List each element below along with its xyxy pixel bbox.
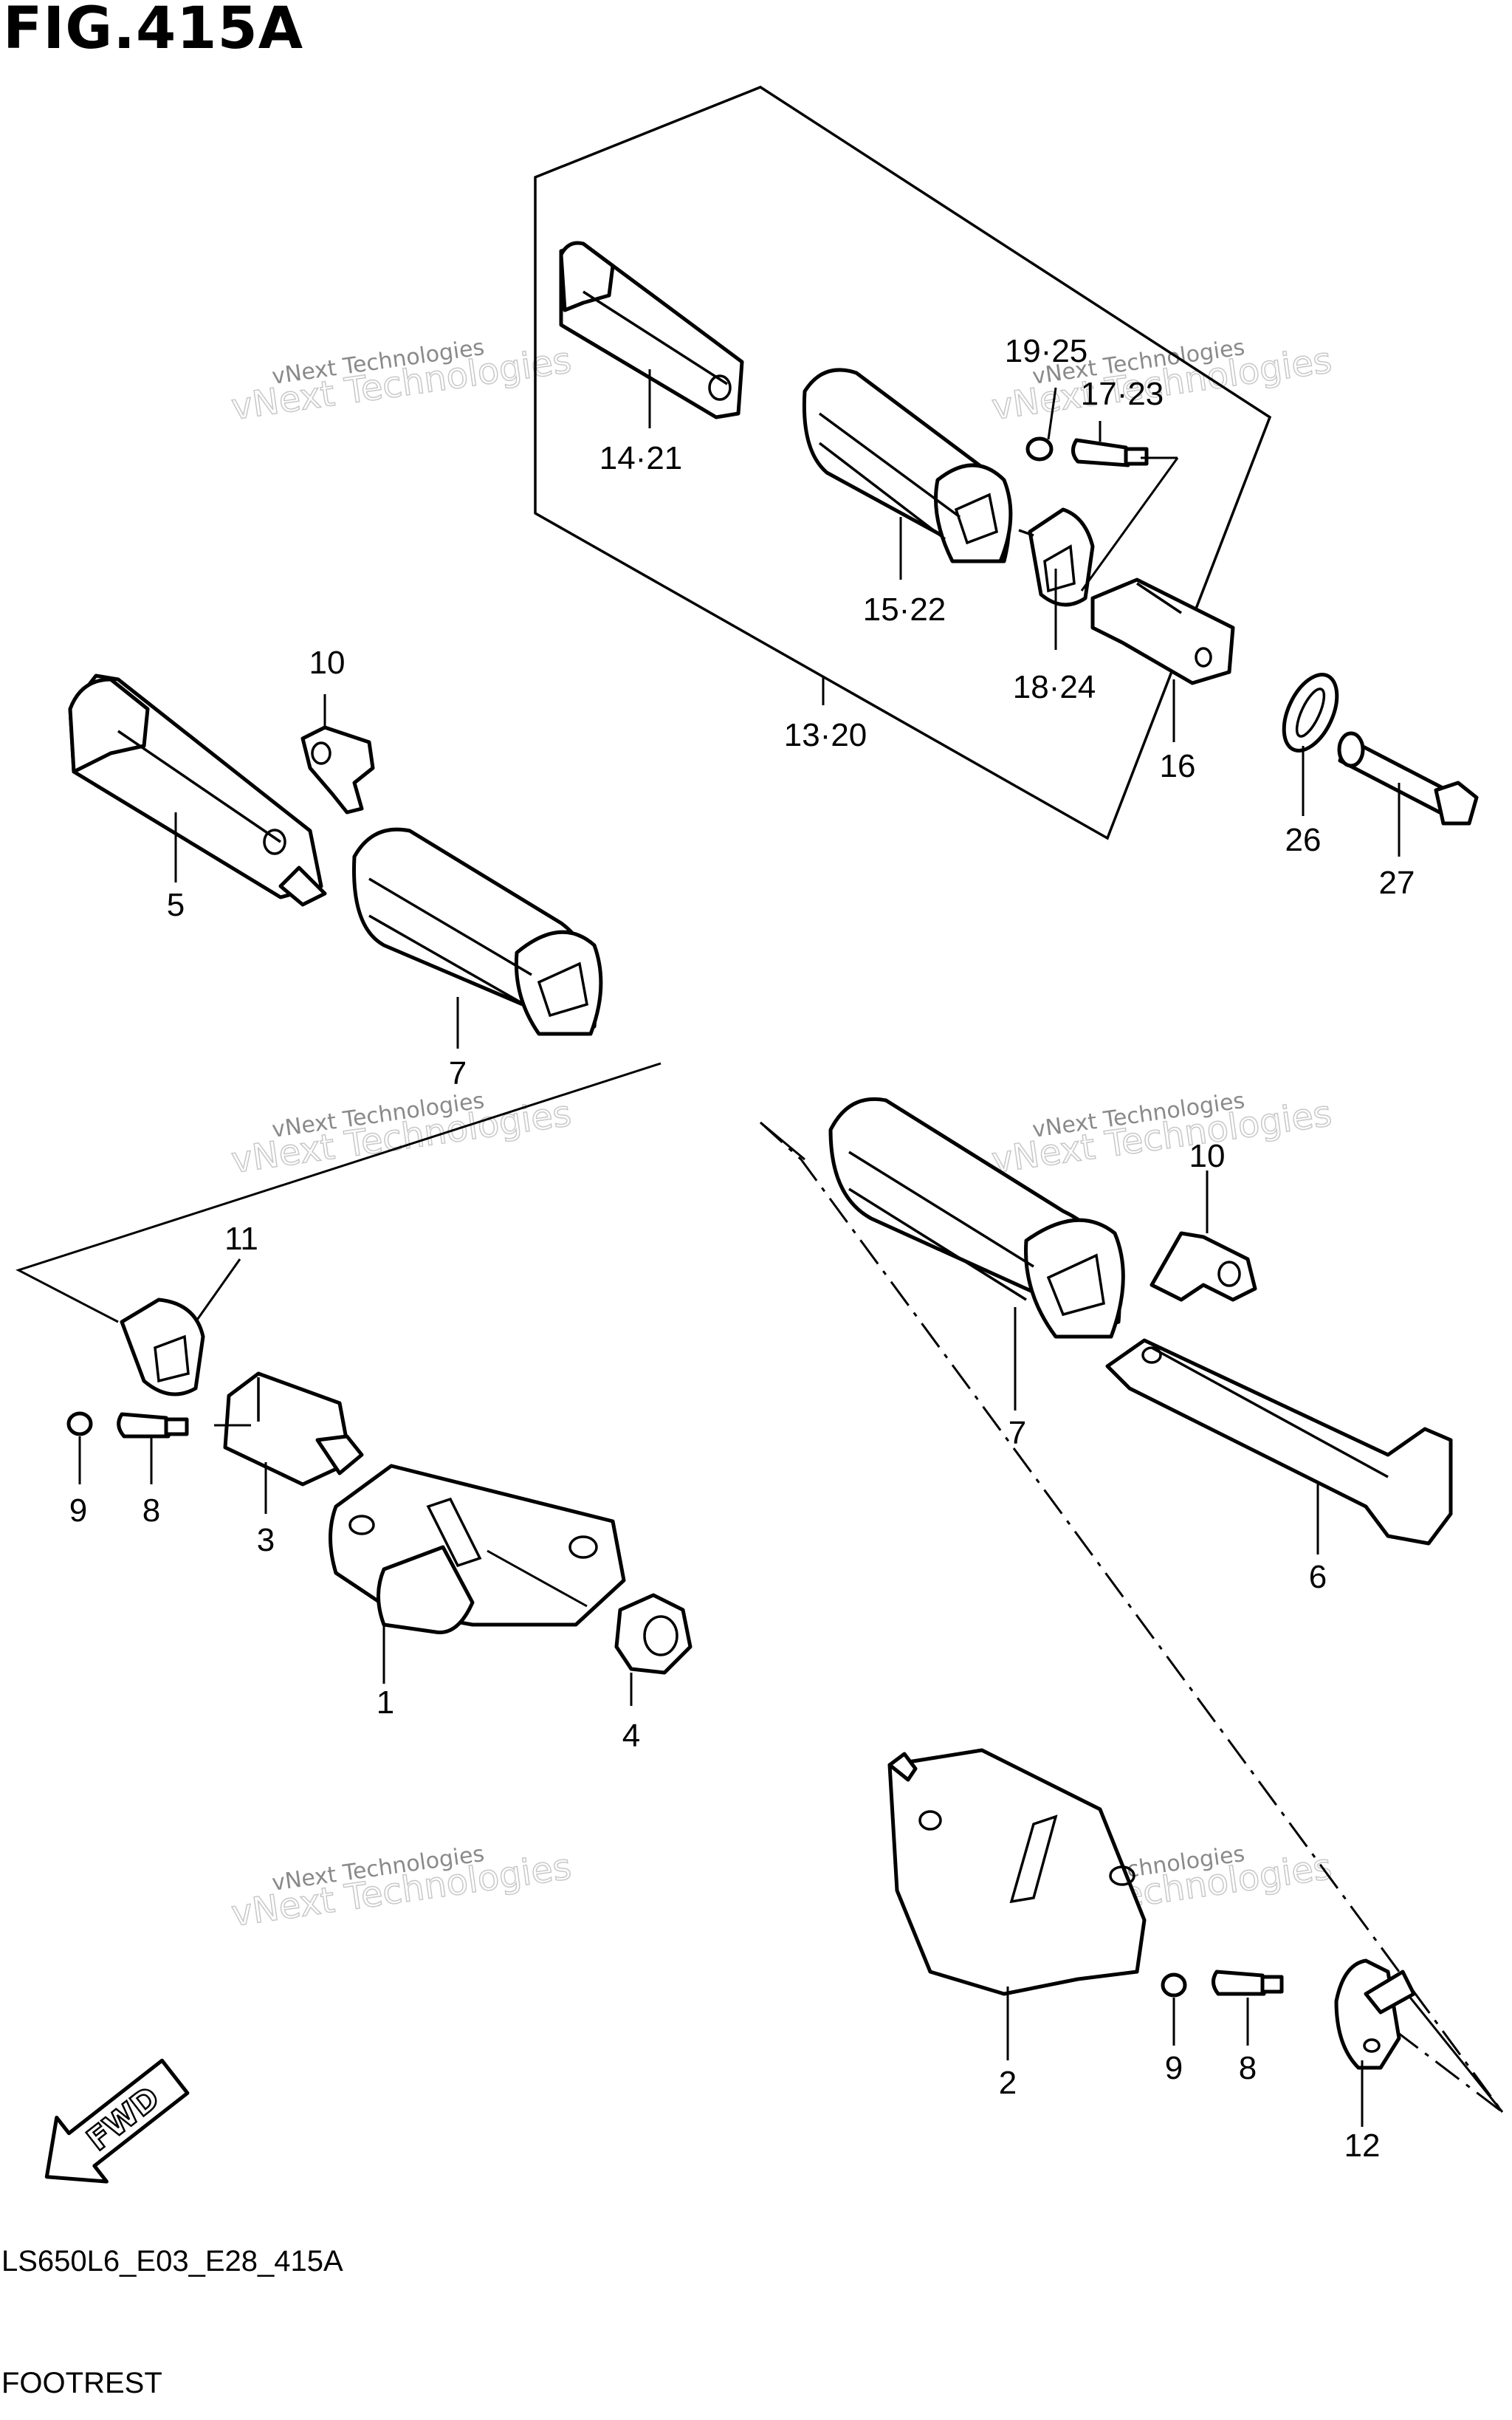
part-18-24-plate <box>1018 507 1095 607</box>
part-11-plate <box>120 1298 205 1396</box>
callout-2: 2 <box>999 2065 1017 2101</box>
part-16-bracket <box>1080 456 1235 685</box>
callout-5: 5 <box>167 887 185 923</box>
fwd-arrow: FWD <box>44 2058 190 2184</box>
part-5-footrest-bar <box>68 673 327 907</box>
part-6-footrest-bar-right <box>1105 1338 1453 1546</box>
callout-11: 11 <box>224 1221 258 1257</box>
diagram-code: LS650L6_E03_E28_415A <box>1 2245 343 2277</box>
part-27-bolt <box>1337 731 1479 826</box>
assembly-line-right <box>759 1121 1504 2114</box>
callout-7-left: 7 <box>449 1055 467 1091</box>
callout-15-22: 15·22 <box>863 592 946 628</box>
part-9-cap-right <box>1161 1972 1187 1998</box>
leader-lines <box>78 369 1401 2127</box>
callout-10-upper: 10 <box>309 645 346 681</box>
callout-10-right: 10 <box>1189 1138 1226 1174</box>
callout-3: 3 <box>257 1522 275 1558</box>
callout-18-24: 18·24 <box>1013 669 1096 705</box>
callout-26: 26 <box>1285 822 1322 858</box>
part-26-washer <box>1282 673 1339 753</box>
callout-12: 12 <box>1344 2128 1381 2164</box>
callout-6: 6 <box>1309 1559 1327 1595</box>
part-3-bracket <box>214 1371 364 1487</box>
callout-27: 27 <box>1379 865 1415 901</box>
part-7-footrest-rubber-right <box>828 1097 1125 1339</box>
part-8-pin-left <box>117 1412 189 1439</box>
part-10-clip-upper <box>300 725 375 815</box>
callout-17-23: 17·23 <box>1081 376 1164 412</box>
callout-14-21: 14·21 <box>599 440 683 476</box>
part-12-plate <box>1334 1958 1416 2070</box>
part-14-21-footrest-bar <box>559 241 744 419</box>
callout-8-right: 8 <box>1239 2050 1257 2086</box>
part-8-pin-right <box>1212 1970 1284 1996</box>
part-19-25-cap <box>1025 436 1054 462</box>
part-17-23-pin <box>1071 438 1149 467</box>
part-15-22-footrest-rubber <box>802 368 1013 563</box>
callout-9-right: 9 <box>1165 2050 1183 2086</box>
part-1-footrest-bracket <box>329 1464 626 1634</box>
callout-16: 16 <box>1160 748 1196 784</box>
callout-4: 4 <box>622 1718 640 1754</box>
part-2-footrest-bracket-right <box>887 1748 1147 1996</box>
callout-labels: 14·21 15·22 19·25 17·23 18·24 13·20 16 2… <box>69 333 1415 2164</box>
part-4-nut <box>614 1593 693 1675</box>
assembly-line-left <box>16 1062 662 1323</box>
callout-7-right: 7 <box>1008 1415 1026 1451</box>
callout-19-25: 19·25 <box>1005 333 1088 369</box>
figure-title: FIG.415A <box>3 0 304 62</box>
callout-1: 1 <box>377 1684 394 1721</box>
callout-8-left: 8 <box>142 1492 160 1529</box>
part-10-clip-right <box>1150 1231 1257 1302</box>
callout-13-20: 13·20 <box>784 717 867 753</box>
part-9-cap-left <box>66 1411 93 1436</box>
diagram-caption: FOOTREST <box>1 2367 162 2399</box>
part-7-footrest-rubber-left <box>352 827 603 1036</box>
callout-9-left: 9 <box>69 1492 87 1529</box>
